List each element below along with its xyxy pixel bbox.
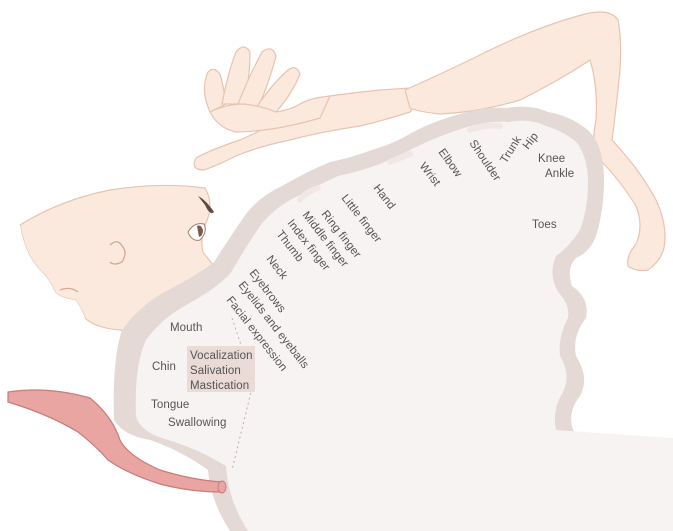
cortex-cross-section	[114, 107, 673, 531]
label-salivation: Salivation	[190, 365, 241, 377]
label-toes: Toes	[532, 219, 557, 231]
label-vocalization: Vocalization	[190, 350, 253, 362]
label-mastication: Mastication	[190, 380, 249, 392]
label-ankle: Ankle	[545, 168, 574, 180]
label-swallowing: Swallowing	[168, 417, 227, 429]
label-chin: Chin	[152, 361, 176, 373]
label-mouth: Mouth	[170, 322, 202, 334]
label-tongue: Tongue	[151, 399, 189, 411]
label-knee: Knee	[538, 153, 565, 165]
